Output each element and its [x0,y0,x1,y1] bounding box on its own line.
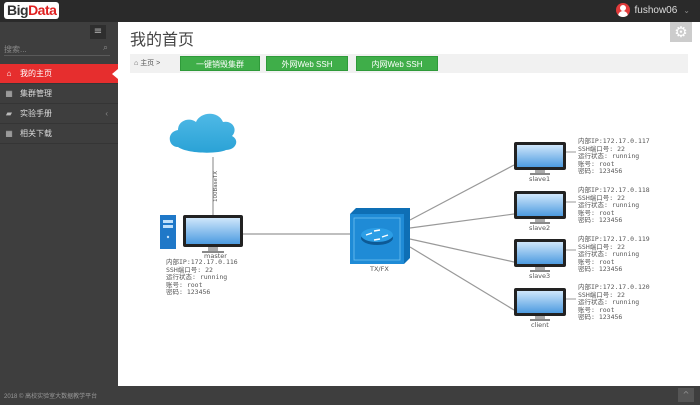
sidebar-item-label: 相关下载 [20,129,52,138]
client-label: client [531,321,549,329]
info-ip: 内部IP:172.17.0.118 [578,186,650,194]
slave1-monitor-icon[interactable] [514,142,566,175]
node-monitors [514,142,566,321]
folder-icon: ▰ [5,109,13,118]
sidebar-item-label: 集群管理 [20,89,52,98]
info-status: 运行状态: running [578,152,640,161]
slave3-info: 内部IP:172.17.0.119 SSH端口号: 22 运行状态: runni… [578,235,650,274]
info-ssh-port: SSH端口号: 22 [578,290,625,299]
cloud-icon [169,113,237,153]
link-switch-slave3 [409,238,515,263]
info-ip: 内部IP:172.17.0.117 [578,137,650,145]
apps-icon: ▦ [5,129,13,138]
info-account: 账号: root [578,257,615,266]
info-password: 密码: 123456 [578,313,623,322]
info-password: 密码: 123456 [578,167,623,176]
sidebar-item-cluster[interactable]: ▦ 集群管理 [0,84,118,104]
switch-router-icon[interactable] [350,208,410,264]
link-switch-slave2 [409,213,515,229]
info-status: 运行状态: running [578,250,640,259]
info-account: 账号: root [578,159,615,168]
info-ip: 内部IP:172.17.0.120 [578,283,650,291]
slave3-monitor-icon[interactable] [514,239,566,272]
info-ssh-port: SSH端口号: 22 [578,242,625,251]
info-account: 账号: root [166,280,203,289]
external-web-ssh-button[interactable]: 外网Web SSH [266,56,348,71]
info-account: 账号: root [578,208,615,217]
info-ssh-port: SSH端口号: 22 [578,193,625,202]
user-avatar-icon [616,3,631,17]
gear-icon[interactable]: ⚙ [670,22,692,42]
info-ip: 内部IP:172.17.0.116 [166,258,238,266]
slave1-label: slave1 [529,175,551,183]
sidebar-item-label: 我的主页 [20,69,52,78]
info-account: 账号: root [578,305,615,314]
info-status: 运行状态: running [578,298,640,307]
breadcrumb: ⌂ 主页 > [134,58,160,68]
info-ssh-port: SSH端口号: 22 [166,265,213,274]
client-info: 内部IP:172.17.0.120 SSH端口号: 22 运行状态: runni… [578,283,650,322]
slave1-info: 内部IP:172.17.0.117 SSH端口号: 22 运行状态: runni… [578,137,650,176]
chevron-down-icon: ⌄ [683,5,690,15]
slave2-info: 内部IP:172.17.0.118 SSH端口号: 22 运行状态: runni… [578,186,650,225]
breadcrumb-separator: > [156,60,161,67]
sidebar-item-manual[interactable]: ▰ 实验手册 ‹ [0,104,118,124]
sidebar: ≡ 搜索... ⌕ ⌂ 我的主页 ▦ 集群管理 ▰ 实验手册 ‹ ▦ 相关下载 [0,22,118,386]
master-monitor-icon[interactable] [183,215,243,253]
user-menu[interactable]: fushow06 ⌄ [616,3,690,17]
sidebar-item-home[interactable]: ⌂ 我的主页 [0,64,118,84]
info-status: 运行状态: running [578,201,640,210]
footer: 2018 © 高校实验室大数据教学平台 ^ [0,386,700,405]
info-password: 密码: 123456 [578,216,623,225]
sidebar-item-downloads[interactable]: ▦ 相关下载 [0,124,118,144]
footer-copyright: 2018 © 高校实验室大数据教学平台 [4,394,98,400]
search-placeholder: 搜索... [4,45,27,54]
main-content: 我的首页 ⚙ ⌂ 主页 > 一键销毁集群 外网Web SSH 内网Web SSH… [118,22,700,386]
master-info: 内部IP:172.17.0.116 SSH端口号: 22 运行状态: runni… [166,258,238,297]
menu-toggle-icon[interactable]: ≡ [90,25,106,39]
slave2-monitor-icon[interactable] [514,191,566,224]
search-input[interactable]: 搜索... ⌕ [4,42,110,56]
info-password: 密码: 123456 [166,288,211,297]
breadcrumb-home[interactable]: 主页 [140,60,155,67]
username: fushow06 [634,4,678,16]
info-ip: 内部IP:172.17.0.119 [578,235,650,243]
internal-web-ssh-button[interactable]: 内网Web SSH [356,56,438,71]
info-password: 密码: 123456 [578,265,623,274]
link-switch-client [409,246,515,311]
info-ssh-port: SSH端口号: 22 [578,144,625,153]
home-icon: ⌂ [134,60,139,67]
home-icon: ⌂ [6,69,12,78]
slave2-label: slave2 [529,224,551,232]
sidebar-nav: ⌂ 我的主页 ▦ 集群管理 ▰ 实验手册 ‹ ▦ 相关下载 [0,64,118,144]
switch-label: TX/FX [370,265,389,273]
page-title: 我的首页 [130,32,195,49]
link-switch-slave1 [409,164,515,221]
master-label: master [204,252,227,260]
chevron-left-icon: ‹ [105,109,108,118]
grid-icon: ▦ [5,89,13,98]
breadcrumb-bar: ⌂ 主页 > 一键销毁集群 外网Web SSH 内网Web SSH [130,54,688,73]
slave3-label: slave3 [529,272,551,280]
search-icon[interactable]: ⌕ [102,43,108,53]
info-status: 运行状态: running [166,273,228,282]
server-tower-icon [160,215,176,249]
destroy-cluster-button[interactable]: 一键销毁集群 [180,56,260,71]
cloud-link-label: 100BaseTX [213,171,219,202]
network-topology: 100BaseTX [160,113,576,321]
client-monitor-icon[interactable] [514,288,566,321]
top-bar: BigData fushow06 ⌄ [0,0,700,22]
logo[interactable]: BigData [4,2,60,19]
sidebar-item-label: 实验手册 [20,109,52,118]
scroll-to-top-icon[interactable]: ^ [678,388,694,402]
